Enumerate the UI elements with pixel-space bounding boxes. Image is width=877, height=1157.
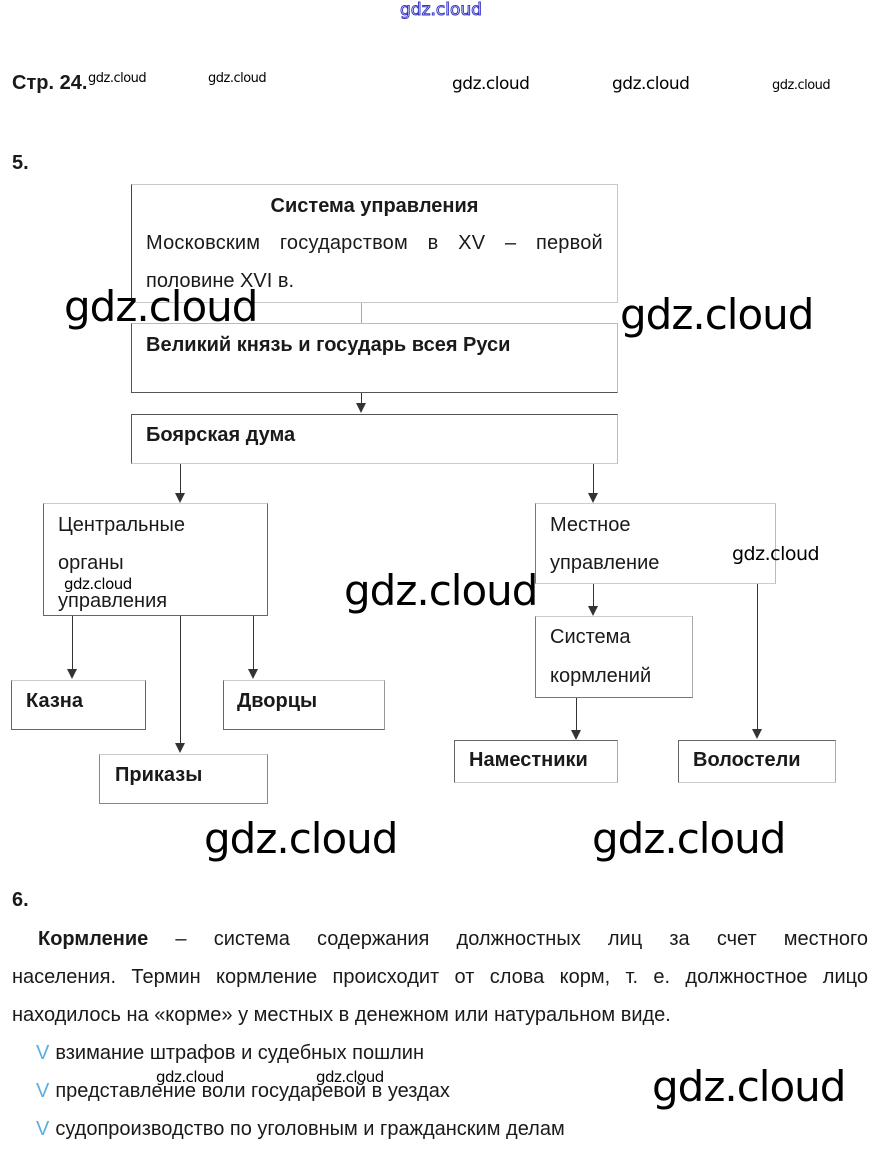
list-item-text: взимание штрафов и судебных пошлин — [55, 1042, 425, 1064]
definition-paragraph-line1: Кормление – система содержания должностн… — [12, 920, 868, 958]
diagram-duma-box: Боярская дума — [131, 414, 618, 464]
watermark: gdz.cloud — [156, 1068, 224, 1086]
watermark: gdz.cloud — [652, 1062, 846, 1111]
diagram-kormlenie-line2: кормлений — [550, 665, 652, 687]
diagram-kazna-box: Казна — [11, 680, 146, 730]
connector-line — [593, 584, 594, 607]
arrow-down-icon — [175, 743, 185, 753]
watermark: gdz.cloud — [732, 543, 820, 565]
arrow-down-icon — [175, 493, 185, 503]
diagram-ruler-box: Великий князь и государь всея Руси — [131, 323, 618, 393]
definition-paragraph-line3: находилось на «корме» у местных в денежн… — [12, 1004, 671, 1026]
arrow-down-icon — [571, 730, 581, 740]
word: XV — [458, 232, 486, 254]
watermark-top: gdz.cloud — [400, 0, 483, 21]
connector-line — [180, 464, 181, 494]
diagram-central-box: Центральные органы управления — [43, 503, 268, 616]
connector-line — [757, 584, 758, 730]
list-item-text: судопроизводство по уголовным и гражданс… — [55, 1118, 565, 1140]
list-item-text: представление воли государевой в уездах — [55, 1080, 450, 1102]
diagram-root-line1: Московским государством в XV–первой — [146, 232, 603, 255]
diagram-root-line2: половине XVI в. — [146, 270, 295, 292]
diagram-local-line1: Местное — [550, 514, 631, 536]
diagram-central-line3: управления — [58, 590, 168, 612]
word: – — [504, 232, 517, 254]
check-v-icon: V — [36, 1042, 50, 1064]
diagram-dvortsy-box: Дворцы — [223, 680, 385, 730]
task-number-5: 5. — [12, 152, 29, 174]
diagram-root-title: Система управления — [270, 195, 479, 217]
arrow-down-icon — [588, 606, 598, 616]
diagram-local-box: Местное управление — [535, 503, 776, 584]
arrow-down-icon — [752, 729, 762, 739]
diagram-local-line2: управление — [550, 552, 660, 574]
watermark: gdz.cloud — [88, 71, 147, 86]
diagram-volosteli-label: Волостели — [693, 749, 801, 771]
word: Московским — [146, 232, 261, 254]
diagram-namestniki-label: Наместники — [469, 749, 588, 771]
watermark: gdz.cloud — [344, 566, 538, 615]
diagram-dvortsy-label: Дворцы — [237, 690, 318, 712]
arrow-down-icon — [588, 493, 598, 503]
word: в — [427, 232, 439, 254]
watermark: gdz.cloud — [316, 1068, 384, 1086]
connector-line — [180, 616, 181, 744]
definition-paragraph-line2: населения. Термин кормление происходит о… — [12, 966, 868, 988]
watermark: gdz.cloud — [64, 282, 258, 331]
task-number-6: 6. — [12, 889, 29, 911]
watermark: gdz.cloud — [612, 74, 690, 94]
check-v-icon: V — [36, 1080, 50, 1102]
diagram-namestniki-box: Наместники — [454, 740, 618, 783]
watermark: gdz.cloud — [592, 814, 786, 863]
arrow-down-icon — [248, 669, 258, 679]
diagram-duma-label: Боярская дума — [146, 424, 296, 446]
watermark: gdz.cloud — [452, 74, 530, 94]
diagram-prikazy-label: Приказы — [115, 764, 203, 786]
diagram-ruler-label: Великий князь и государь всея Руси — [146, 334, 511, 356]
arrow-down-icon — [67, 669, 77, 679]
check-v-icon: V — [36, 1118, 50, 1140]
diagram-root-box: Система управления Московским государство… — [131, 184, 618, 303]
connector-line — [593, 464, 594, 494]
watermark: gdz.cloud — [64, 575, 132, 593]
diagram-kazna-label: Казна — [26, 690, 83, 712]
arrow-down-icon — [356, 403, 366, 413]
diagram-kormlenie-box: Система кормлений — [535, 616, 693, 698]
connector-line — [361, 393, 362, 405]
page-header: Стр. 24. — [12, 72, 88, 94]
diagram-kormlenie-line1: Система — [550, 626, 631, 648]
diagram-central-line1: Центральные — [58, 514, 186, 536]
diagram-prikazy-box: Приказы — [99, 754, 268, 804]
diagram-central-line2: органы — [58, 552, 124, 574]
watermark: gdz.cloud — [620, 290, 814, 339]
watermark: gdz.cloud — [208, 71, 267, 86]
connector-line — [72, 616, 73, 670]
diagram-volosteli-box: Волостели — [678, 740, 836, 783]
word: государством — [279, 232, 408, 254]
connector-line — [361, 303, 362, 323]
watermark: gdz.cloud — [772, 78, 831, 93]
definition-term: Кормление — [38, 928, 149, 950]
watermark: gdz.cloud — [204, 814, 398, 863]
word: первой — [535, 232, 603, 254]
connector-line — [576, 698, 577, 731]
definition-text: – система содержания должностных лиц за … — [148, 928, 868, 950]
connector-line — [253, 616, 254, 670]
